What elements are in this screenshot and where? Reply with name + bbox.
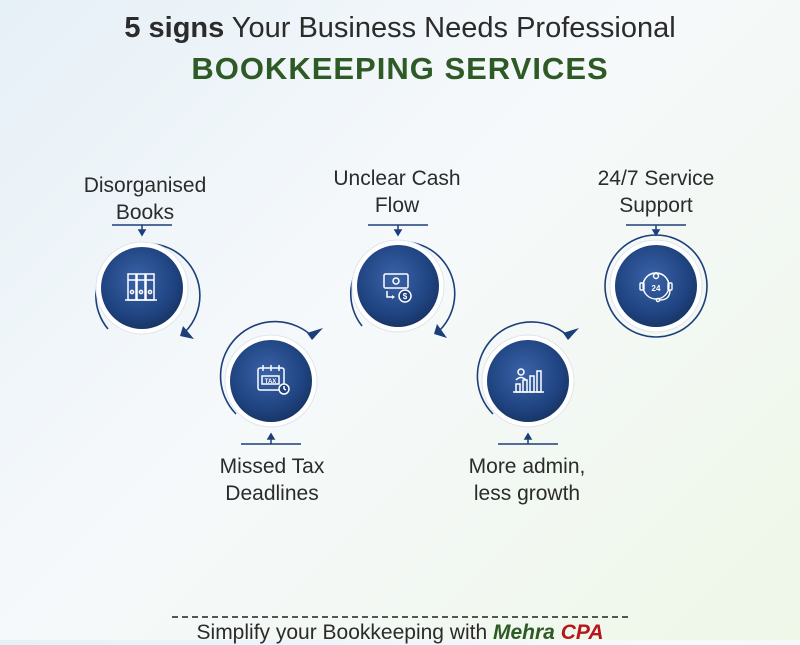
connector-marker <box>368 224 428 237</box>
sign-label-disorganised-books: Disorganised Books <box>45 172 245 226</box>
sign-label-line: less growth <box>473 482 581 505</box>
sign-label-line: More admin, <box>468 455 586 478</box>
title-bold: 5 signs <box>124 12 225 44</box>
sign-label-line: Flow <box>374 194 420 217</box>
tax-icon-text: TAX <box>265 379 277 385</box>
sign-node-cash-flow: $ <box>349 239 456 338</box>
sign-label-line: Disorganised <box>83 174 207 197</box>
sign-label-line: Missed Tax <box>219 455 325 478</box>
footer-divider <box>172 616 628 618</box>
sign-node-support: 24 <box>604 234 708 338</box>
support-24-text: 24 <box>652 284 661 293</box>
connector-markers <box>112 224 686 445</box>
tax-calendar-icon <box>257 365 290 395</box>
sign-label-cash-flow: Unclear Cash Flow <box>297 165 497 219</box>
sign-node-missed-tax: TAX <box>219 320 323 428</box>
brand-name-cpa: CPA <box>560 621 604 644</box>
sign-label-support: 24/7 Service Support <box>556 165 756 219</box>
sign-label-line: Support <box>619 194 693 217</box>
sign-node-disorganised-books <box>95 241 201 339</box>
connector-marker <box>241 432 301 445</box>
title-rest: Your Business Needs Professional <box>224 12 676 44</box>
sign-label-more-admin: More admin, less growth <box>427 453 627 507</box>
connector-marker <box>498 432 558 445</box>
brand-name-mehra: Mehra <box>493 621 555 644</box>
connector-marker <box>626 224 686 237</box>
sign-label-line: 24/7 Service <box>597 167 715 190</box>
sign-node-more-admin <box>476 321 579 428</box>
dollar-glyph: $ <box>403 292 408 301</box>
sign-label-line: Books <box>115 201 175 224</box>
sign-label-line: Deadlines <box>225 482 319 505</box>
page-subtitle: BOOKKEEPING SERVICES <box>191 51 609 86</box>
page-title: 5 signs Your Business Needs Professional <box>0 12 800 45</box>
footer-tagline: Simplify your Bookkeeping with Mehra CPA <box>0 621 800 645</box>
sign-label-line: Unclear Cash <box>333 167 461 190</box>
cash-flow-icon <box>383 273 412 303</box>
growth-chart-icon <box>513 368 544 393</box>
footer-text: Simplify your Bookkeeping with <box>196 621 493 644</box>
support-24-icon <box>639 272 673 303</box>
binders-icon <box>125 273 157 301</box>
connector-marker <box>112 224 172 237</box>
sign-label-missed-tax: Missed Tax Deadlines <box>172 453 372 507</box>
